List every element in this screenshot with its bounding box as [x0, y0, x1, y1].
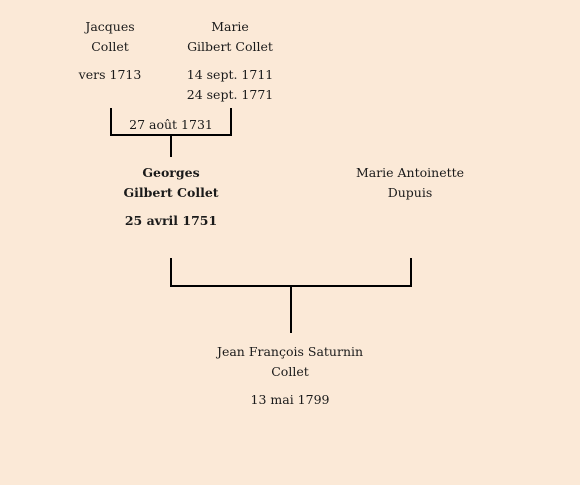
connector-grandmother-vertical [230, 108, 232, 136]
person-date-birth: 13 mai 1799 [250, 392, 330, 407]
person-name-line-2: Dupuis [387, 185, 433, 200]
marriage-date-grandparents: 27 août 1731 [129, 117, 213, 132]
connector-grandfather-vertical [110, 108, 112, 136]
person-jean-francois-saturnin-collet[interactable]: Jean François Saturnin Collet 13 mai 179… [190, 342, 390, 410]
person-name-line-1: Marie Antoinette [355, 165, 465, 180]
person-name-line-2: Gilbert Collet [187, 39, 273, 54]
person-marie-antoinette-dupuis[interactable]: Marie Antoinette Dupuis [340, 163, 480, 203]
person-name-line-1: Marie [211, 19, 249, 34]
person-georges-gilbert-collet[interactable]: Georges Gilbert Collet 25 avril 1751 [100, 163, 242, 231]
connector-grandparents-to-child [170, 136, 172, 157]
person-date-death: 24 sept. 1771 [186, 87, 274, 102]
connector-mother-vertical [410, 258, 412, 287]
person-date-birth: 14 sept. 1711 [186, 67, 274, 82]
connector-parents-horizontal [170, 285, 412, 287]
person-date-birth: 25 avril 1751 [124, 213, 218, 228]
person-name-line-2: Gilbert Collet [123, 185, 219, 200]
person-name-line-1: Jacques [85, 19, 135, 34]
connector-father-vertical [170, 258, 172, 287]
connector-parents-to-child [290, 287, 292, 333]
person-marie-gilbert-collet[interactable]: Marie Gilbert Collet 14 sept. 1711 24 se… [170, 17, 290, 105]
person-name-line-1: Georges [142, 165, 200, 180]
connector-grandparents-horizontal [110, 134, 232, 136]
person-name-line-2: Collet [271, 364, 309, 379]
person-name-line-2: Collet [91, 39, 129, 54]
person-name-line-1: Jean François Saturnin [216, 344, 364, 359]
person-jacques-collet[interactable]: Jacques Collet vers 1713 [60, 17, 160, 85]
person-date-birth: vers 1713 [78, 67, 142, 82]
